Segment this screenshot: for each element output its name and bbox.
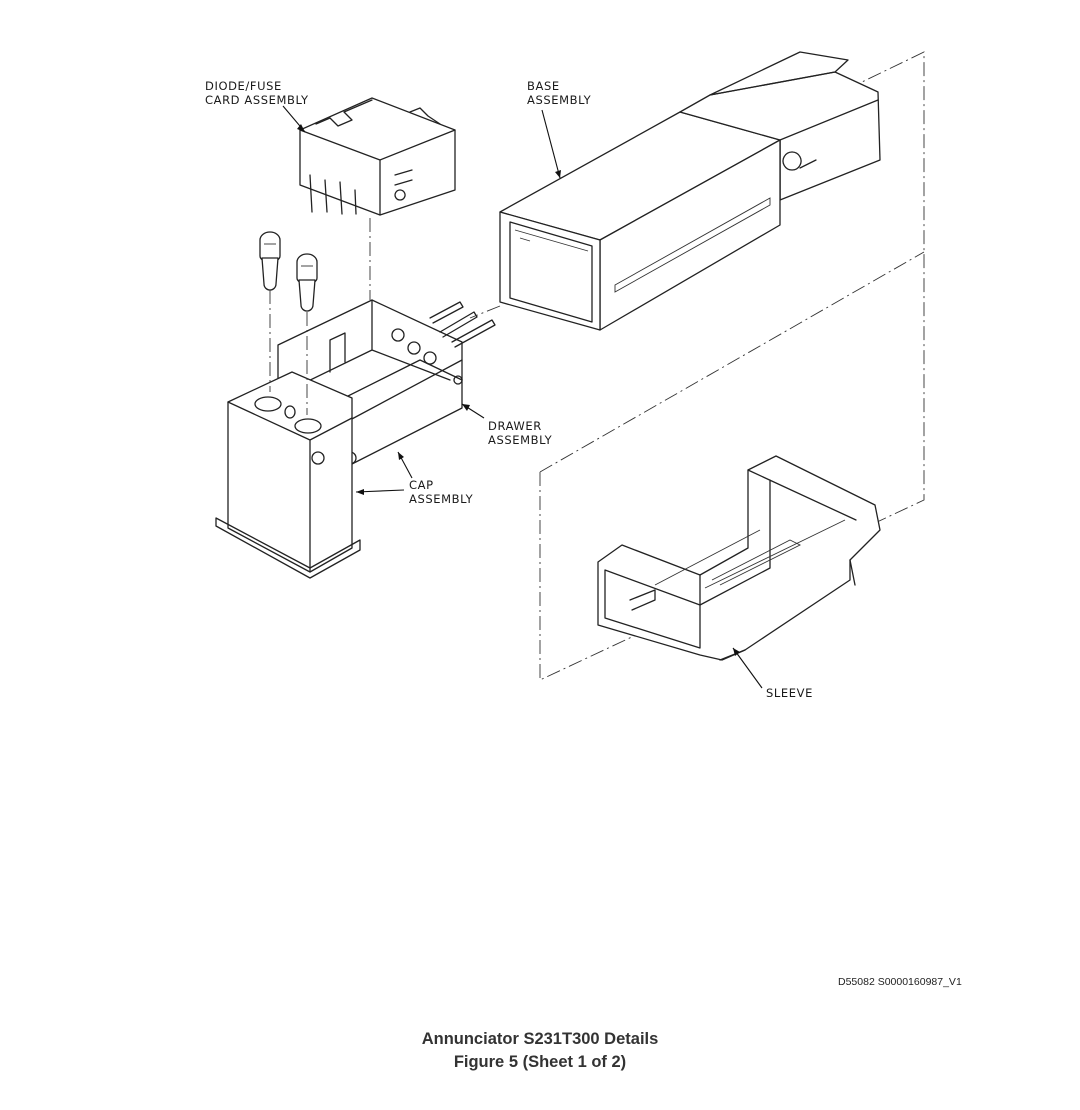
- figure-caption: Annunciator S231T300 Details Figure 5 (S…: [0, 1028, 1080, 1074]
- lamp-right: [296, 253, 318, 312]
- cap-assembly: [215, 371, 361, 579]
- label-cap-line2: ASSEMBLY: [409, 492, 474, 506]
- sleeve: [597, 455, 881, 661]
- label-base-line1: BASE: [527, 79, 560, 93]
- document-id: D55082 S0000160987_V1: [838, 976, 962, 988]
- caption-figure-number: Figure 5 (Sheet 1 of 2): [453, 1053, 627, 1071]
- leader-lines: [282, 105, 763, 689]
- label-drawer-line1: DRAWER: [488, 419, 542, 433]
- label-cap-line1: CAP: [409, 478, 434, 492]
- exploded-assembly-diagram: DIODE/FUSE CARD ASSEMBLY BASE ASSEMBLY D…: [205, 51, 925, 700]
- label-drawer-line2: ASSEMBLY: [488, 433, 553, 447]
- diode-fuse-card-assembly: [299, 97, 456, 216]
- base-assembly: [499, 51, 881, 331]
- lamp-left: [259, 231, 281, 291]
- label-base-line2: ASSEMBLY: [527, 93, 592, 107]
- alignment-lines: [269, 218, 501, 415]
- caption-title: Annunciator S231T300 Details: [421, 1030, 659, 1048]
- label-diode-fuse-line2: CARD ASSEMBLY: [205, 93, 309, 107]
- label-diode-fuse-line1: DIODE/FUSE: [205, 79, 282, 93]
- label-sleeve: SLEEVE: [766, 686, 813, 700]
